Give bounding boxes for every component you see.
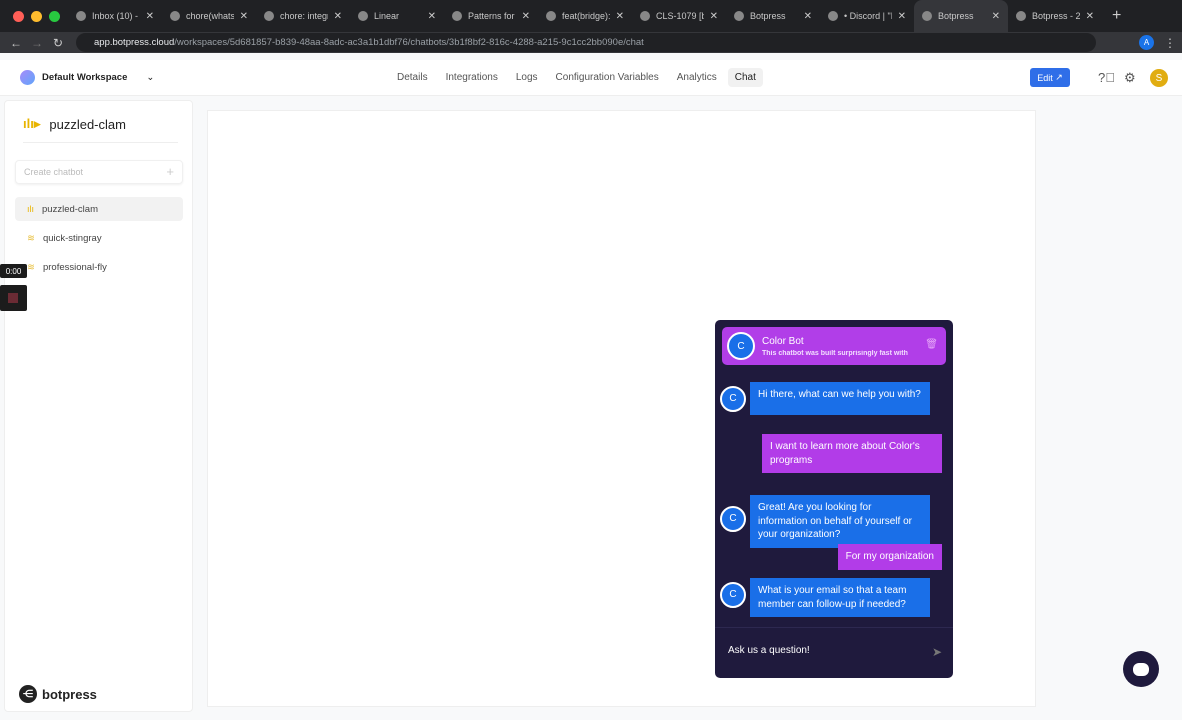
recording-timer: 0:00 bbox=[0, 264, 27, 278]
workspace-avatar bbox=[20, 70, 35, 85]
chevron-down-icon: ⌄ bbox=[146, 72, 155, 83]
botpress-logo: ⋲botpress bbox=[19, 685, 97, 703]
tab-analytics[interactable]: Analytics bbox=[676, 72, 717, 83]
bot-message: Great! Are you looking for information o… bbox=[750, 495, 930, 548]
back-icon[interactable]: ← bbox=[10, 35, 22, 50]
bot-avatar: C bbox=[720, 505, 746, 532]
address-bar: ← → ↻ app.botpress.cloud/workspaces/5d68… bbox=[0, 32, 1182, 53]
edit-button[interactable]: Edit ↗ bbox=[1030, 68, 1070, 87]
close-tab-icon[interactable]: ✕ bbox=[239, 10, 248, 22]
bot-avatar: C bbox=[720, 385, 746, 412]
favicon-icon bbox=[358, 11, 368, 21]
favicon-icon bbox=[264, 11, 274, 21]
close-tab-icon[interactable]: ✕ bbox=[897, 10, 906, 22]
sidebar-title: puzzled-clam bbox=[49, 116, 126, 132]
profile-avatar[interactable]: A bbox=[1139, 35, 1154, 50]
user-avatar[interactable]: S bbox=[1150, 69, 1168, 87]
menu-icon[interactable]: ⋮ bbox=[1164, 35, 1176, 50]
browser-tab[interactable]: Inbox (10) - a✕ bbox=[68, 0, 162, 32]
sidebar-item-quick-stingray[interactable]: ≋quick-stingray bbox=[27, 232, 102, 244]
forward-icon[interactable]: → bbox=[31, 35, 43, 50]
close-tab-icon[interactable]: ✕ bbox=[615, 10, 624, 22]
favicon-icon bbox=[76, 11, 86, 21]
divider bbox=[23, 142, 178, 143]
favicon-icon bbox=[452, 11, 462, 21]
new-tab-button[interactable]: + bbox=[1112, 7, 1122, 24]
browser-tab[interactable]: Patterns for B✕ bbox=[444, 0, 538, 32]
close-tab-icon[interactable]: ✕ bbox=[991, 10, 1000, 22]
plus-icon[interactable]: + bbox=[166, 164, 174, 179]
favicon-icon bbox=[170, 11, 180, 21]
close-tab-icon[interactable]: ✕ bbox=[333, 10, 342, 22]
user-message: I want to learn more about Color's progr… bbox=[762, 434, 942, 473]
tab-details[interactable]: Details bbox=[397, 72, 428, 83]
close-tab-icon[interactable]: ✕ bbox=[521, 10, 530, 22]
tab-integrations[interactable]: Integrations bbox=[445, 72, 498, 83]
favicon-icon bbox=[922, 11, 932, 21]
window-controls[interactable] bbox=[13, 10, 68, 22]
sidebar-item-professional-fly[interactable]: ≋professional-fly bbox=[27, 261, 107, 273]
create-chatbot-input[interactable]: Create chatbot+ bbox=[15, 160, 183, 184]
close-tab-icon[interactable]: ✕ bbox=[803, 10, 812, 22]
bot-avatar: C bbox=[720, 581, 746, 608]
chat-launcher-button[interactable] bbox=[1123, 651, 1159, 687]
browser-tab[interactable]: chore: integra✕ bbox=[256, 0, 350, 32]
favicon-icon bbox=[1016, 11, 1026, 21]
favicon-icon bbox=[828, 11, 838, 21]
close-tab-icon[interactable]: ✕ bbox=[145, 10, 154, 22]
browser-tab[interactable]: • Discord | "L✕ bbox=[820, 0, 914, 32]
favicon-icon bbox=[734, 11, 744, 21]
tab-configuration-variables[interactable]: Configuration Variables bbox=[555, 72, 659, 83]
close-tab-icon[interactable]: ✕ bbox=[1085, 10, 1094, 22]
bot-wave-icon: ılı▸ bbox=[23, 116, 41, 131]
bot-avatar: C bbox=[727, 332, 755, 360]
favicon-icon bbox=[546, 11, 556, 21]
bot-wave-icon: ılı bbox=[27, 204, 35, 214]
chat-input[interactable]: Ask us a question!➤ bbox=[715, 627, 953, 678]
botpress-logo-icon: ⋲ bbox=[19, 685, 37, 703]
browser-tab[interactable]: Linear✕ bbox=[350, 0, 444, 32]
browser-tab-bar: Inbox (10) - a✕chore(whatsa✕chore: integ… bbox=[0, 0, 1182, 32]
workspace-selector[interactable]: Default Workspace ⌄ bbox=[20, 70, 154, 85]
favicon-icon bbox=[640, 11, 650, 21]
bot-message: What is your email so that a team member… bbox=[750, 578, 930, 617]
browser-tab[interactable]: Botpress - 2✕ bbox=[1008, 0, 1102, 32]
url-field[interactable]: app.botpress.cloud/workspaces/5d681857-b… bbox=[76, 33, 1096, 52]
main-nav: Details Integrations Logs Configuration Var… bbox=[390, 68, 763, 87]
trash-icon[interactable]: 🗑 bbox=[925, 339, 938, 350]
browser-tab[interactable]: chore(whatsa✕ bbox=[162, 0, 256, 32]
close-tab-icon[interactable]: ✕ bbox=[427, 10, 436, 22]
external-link-icon: ↗ bbox=[1055, 72, 1063, 82]
browser-tab[interactable]: Botpress✕ bbox=[914, 0, 1008, 32]
help-icon[interactable]: ?⃝ bbox=[1098, 70, 1115, 85]
send-icon[interactable]: ➤ bbox=[931, 645, 942, 659]
chat-bubble-icon bbox=[1133, 662, 1149, 676]
chat-widget-header: C Color Bot This chatbot was built surpr… bbox=[722, 327, 946, 365]
browser-tab[interactable]: feat(bridge):✕ bbox=[538, 0, 632, 32]
tab-chat[interactable]: Chat bbox=[727, 68, 763, 87]
tab-logs[interactable]: Logs bbox=[515, 72, 538, 83]
browser-tab[interactable]: CLS-1079 [br✕ bbox=[632, 0, 726, 32]
browser-tab[interactable]: Botpress✕ bbox=[726, 0, 820, 32]
chat-widget: C Color Bot This chatbot was built surpr… bbox=[715, 320, 953, 678]
reload-icon[interactable]: ↻ bbox=[53, 35, 64, 50]
close-tab-icon[interactable]: ✕ bbox=[709, 10, 718, 22]
stop-recording-button[interactable] bbox=[0, 285, 27, 311]
bot-description: This chatbot was built surprisingly fast… bbox=[762, 350, 908, 357]
bot-name: Color Bot bbox=[762, 336, 804, 347]
workspace-name: Default Workspace bbox=[42, 72, 128, 83]
bot-message: Hi there, what can we help you with? bbox=[750, 382, 930, 415]
app-header: Default Workspace ⌄ Details Integrations Lo… bbox=[0, 60, 1182, 96]
bot-stack-icon: ≋ bbox=[27, 261, 35, 273]
gear-icon[interactable]: ⚙ bbox=[1124, 70, 1136, 85]
bot-stack-icon: ≋ bbox=[27, 232, 35, 244]
user-message: For my organization bbox=[837, 544, 942, 570]
